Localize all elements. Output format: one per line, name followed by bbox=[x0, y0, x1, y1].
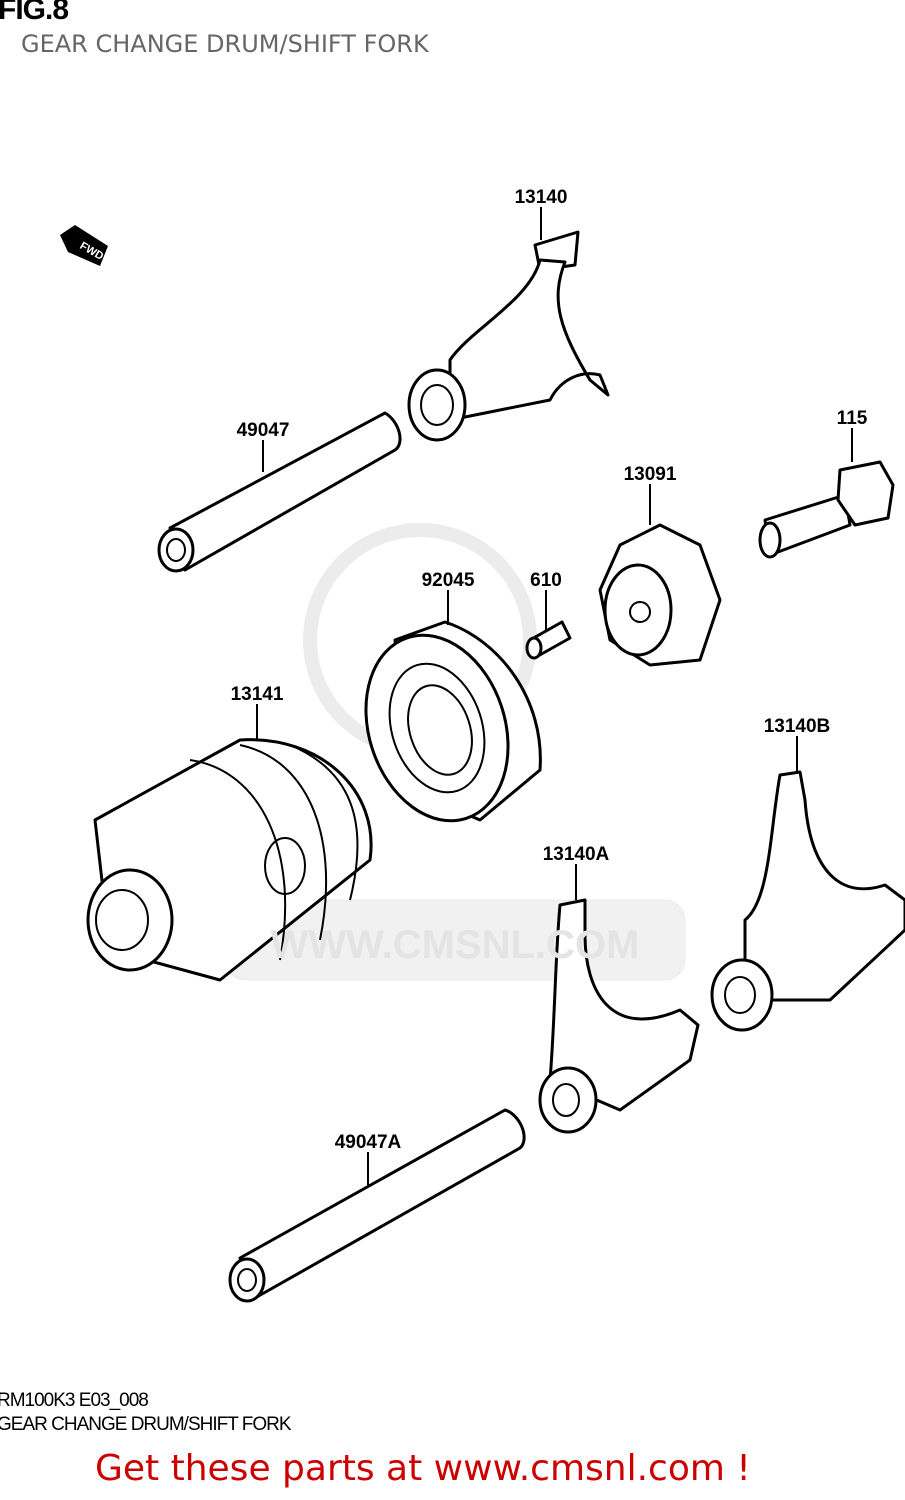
part-label-610[interactable]: 610 bbox=[530, 570, 562, 591]
diagram-code: RM100K3 E03_008 bbox=[0, 1390, 149, 1411]
watermark-text: WWW.CMSNL.COM bbox=[271, 923, 640, 967]
gear-shift-drum-13141 bbox=[86, 738, 373, 982]
fwd-arrow-icon: FWD bbox=[60, 225, 108, 266]
pin-610 bbox=[525, 620, 572, 660]
part-label-49047A[interactable]: 49047A bbox=[335, 1132, 402, 1153]
promo-link[interactable]: Get these parts at www.cmsnl.com ! bbox=[95, 1448, 751, 1489]
part-label-13140A[interactable]: 13140A bbox=[543, 844, 610, 865]
part-label-115[interactable]: 115 bbox=[837, 408, 868, 429]
shift-fork-13140B bbox=[710, 770, 905, 1032]
part-label-13140[interactable]: 13140 bbox=[515, 187, 568, 208]
figure-number: FIG.8 bbox=[0, 0, 69, 26]
shaft-49047A bbox=[228, 1108, 526, 1303]
part-label-92045[interactable]: 92045 bbox=[422, 570, 475, 591]
diagram-caption: GEAR CHANGE DRUM/SHIFT FORK bbox=[0, 1414, 292, 1435]
part-label-13141[interactable]: 13141 bbox=[231, 684, 284, 705]
shift-fork-13140 bbox=[407, 230, 610, 442]
part-label-13140B[interactable]: 13140B bbox=[764, 716, 831, 737]
bolt-115 bbox=[758, 460, 895, 559]
shaft-49047 bbox=[157, 411, 402, 573]
bearing-92045 bbox=[364, 620, 542, 823]
page-title: GEAR CHANGE DRUM/SHIFT FORK bbox=[21, 30, 429, 58]
part-label-49047[interactable]: 49047 bbox=[237, 420, 290, 441]
shift-fork-13140A bbox=[538, 898, 700, 1134]
part-label-13091[interactable]: 13091 bbox=[624, 464, 677, 485]
cam-13091 bbox=[598, 523, 722, 667]
